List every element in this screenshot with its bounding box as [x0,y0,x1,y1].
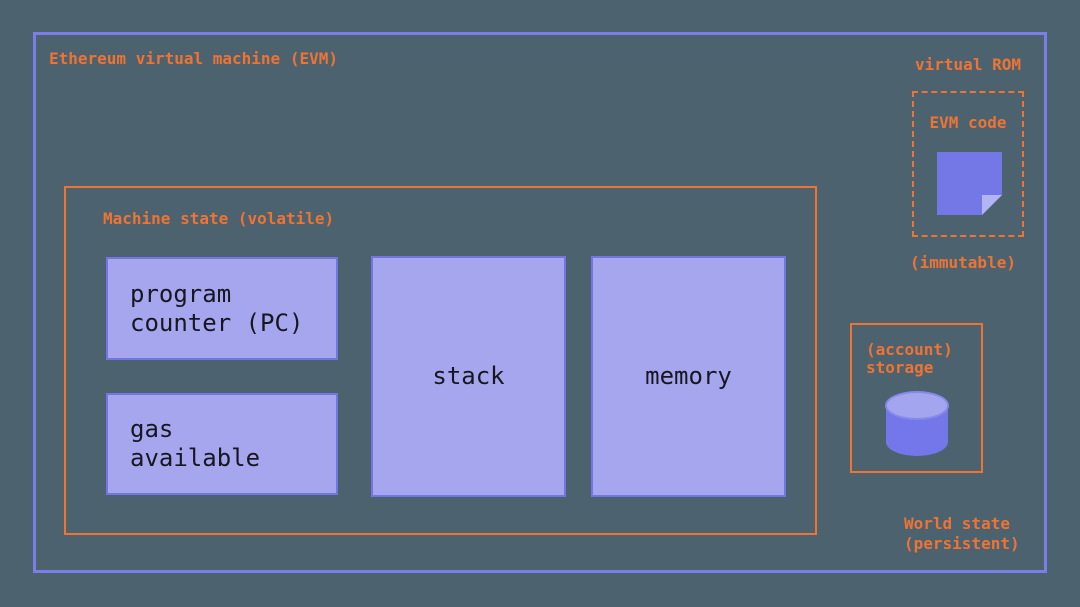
gas-available-box: gas available [106,393,338,495]
database-cylinder-icon [885,391,949,457]
virtual-rom-title: virtual ROM [915,55,1021,74]
sticky-note-icon [937,152,1002,215]
database-cylinder-top [885,391,949,420]
evm-title: Ethereum virtual machine (EVM) [49,49,338,68]
account-storage-title: (account) storage [866,340,953,377]
program-counter-box: program counter (PC) [106,257,338,360]
evm-code-box: EVM code [912,91,1024,237]
immutable-caption: (immutable) [910,253,1016,272]
sticky-note-fold-corner [982,195,1002,215]
world-state-caption: World state (persistent) [904,514,1020,553]
evm-code-title: EVM code [929,113,1007,132]
stack-box: stack [371,256,566,497]
evm-box: Ethereum virtual machine (EVM) Machine s… [33,32,1047,573]
machine-state-box: Machine state (volatile) program counter… [64,186,817,535]
account-storage-box: (account) storage [850,323,983,473]
memory-box: memory [591,256,786,497]
machine-state-title: Machine state (volatile) [103,209,335,228]
sticky-note-body [937,152,1002,215]
